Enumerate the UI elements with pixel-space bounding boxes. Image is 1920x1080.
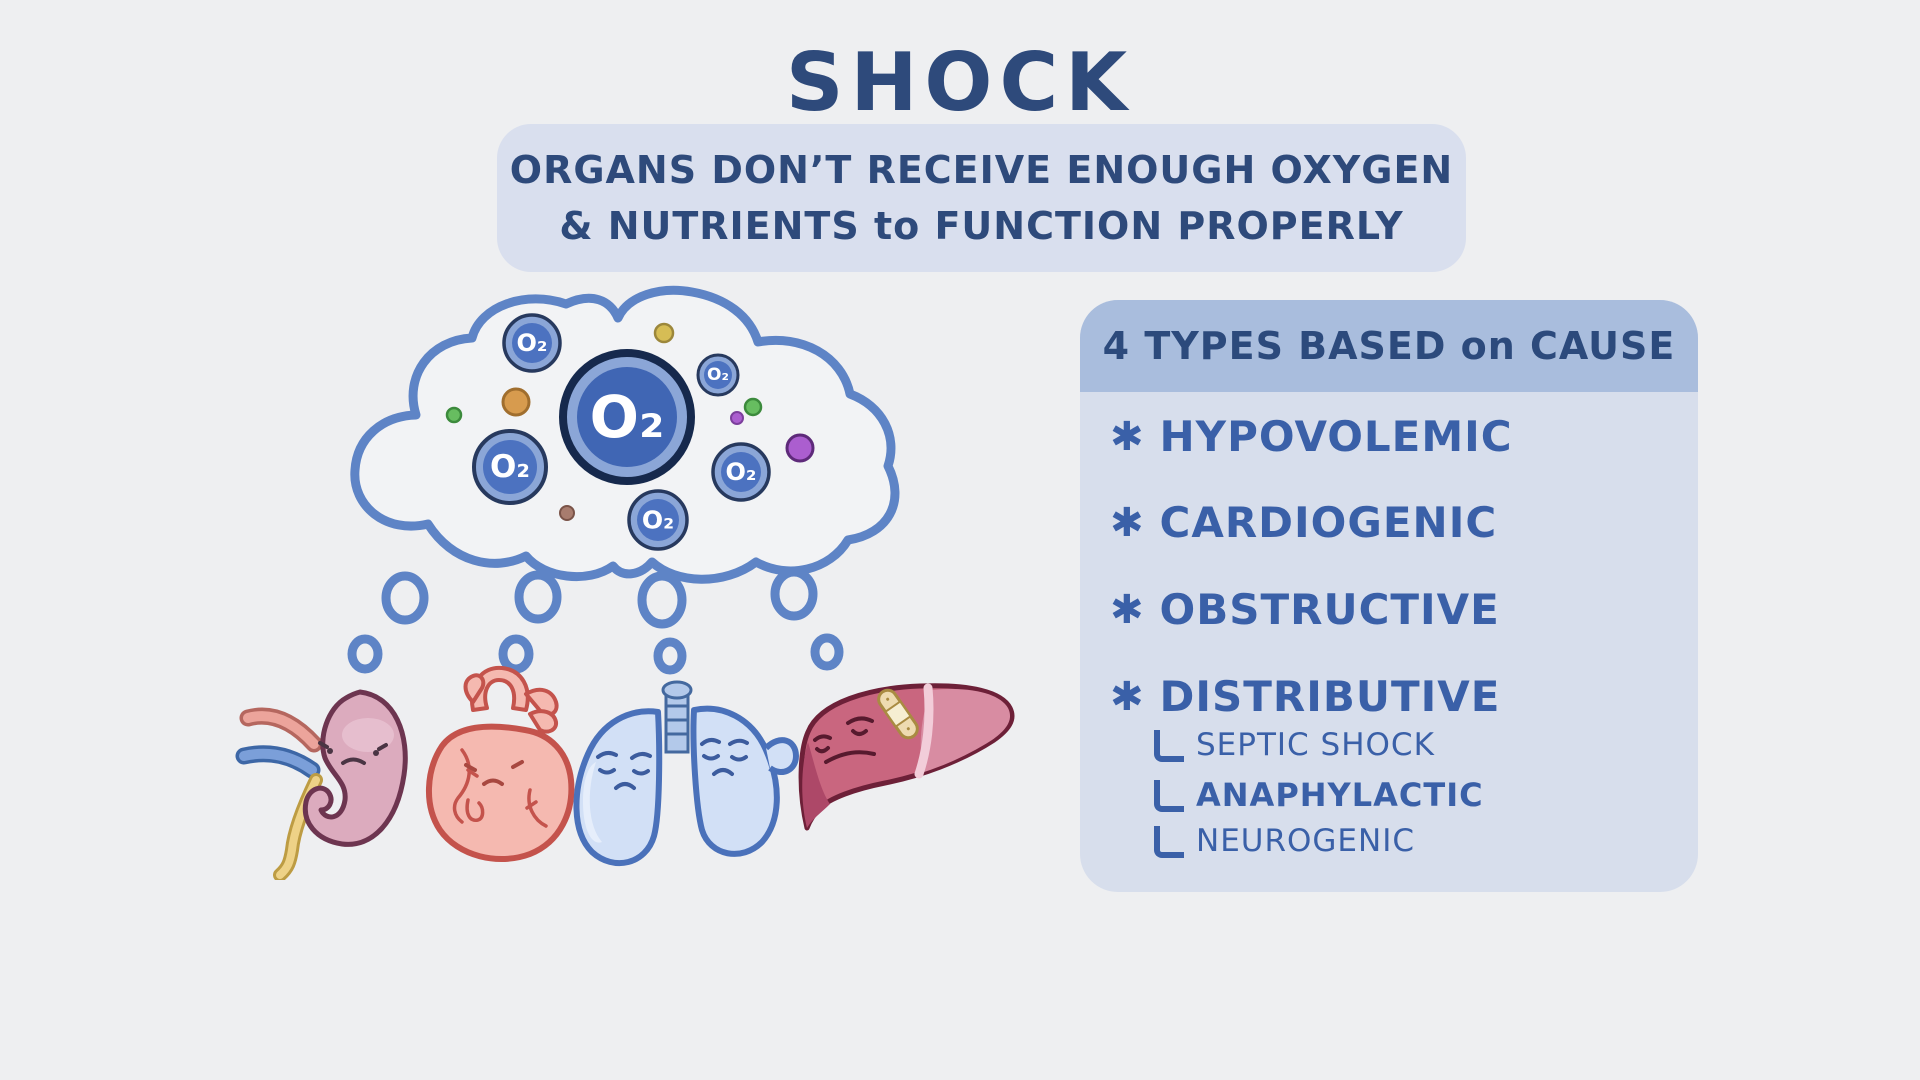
nutrient-dot-green <box>743 397 763 417</box>
heart-vessels <box>463 665 559 734</box>
o2-molecule: O₂ <box>472 429 548 505</box>
o2-label: O₂ <box>726 458 757 486</box>
type-item-distributive: ✱ DISTRIBUTIVE <box>1110 672 1500 722</box>
subtype-label: ANAPHYLACTIC <box>1196 776 1484 814</box>
lung-right <box>690 705 780 857</box>
type-item-cardiogenic: ✱ CARDIOGENIC <box>1110 498 1497 548</box>
bubble-trails <box>347 567 844 675</box>
subtype-item-neurogenic: NEUROGENIC <box>1154 820 1415 860</box>
types-panel-title: 4 TYPES BASED on CAUSE <box>1102 324 1676 368</box>
subtype-item-septic-shock: SEPTIC SHOCK <box>1154 724 1435 764</box>
type-item-hypovolemic: ✱ HYPOVOLEMIC <box>1110 412 1513 462</box>
definition-box: ORGANS DON’T RECEIVE ENOUGH OXYGEN & NUT… <box>497 124 1466 272</box>
o2-label: O₂ <box>707 365 729 385</box>
subtype-label: NEUROGENIC <box>1196 823 1415 859</box>
kidney-highlight <box>342 718 394 752</box>
liver-icon <box>798 683 1015 831</box>
nutrient-dot-green <box>445 406 463 424</box>
lung-right-sad-face <box>700 737 749 776</box>
nutrient-dot-purple <box>785 433 815 463</box>
page-title: SHOCK <box>785 36 1135 129</box>
liver-right-lobe <box>920 688 1011 772</box>
lungs-icon <box>573 680 799 867</box>
bubble-ring <box>637 571 687 629</box>
subtype-item-anaphylactic: ANAPHYLACTIC <box>1154 774 1484 814</box>
bandage-icon <box>877 688 919 740</box>
kidney-sad-face <box>318 741 388 765</box>
type-label: OBSTRUCTIVE <box>1159 585 1500 634</box>
oxygen-cloud-illustration: O₂ O₂ O₂ O₂ O₂ O₂ <box>347 285 900 675</box>
kidney-icon <box>235 689 408 880</box>
nutrient-dot-orange <box>501 387 531 417</box>
kidney-body <box>302 689 408 847</box>
o2-molecule: O₂ <box>627 489 689 551</box>
nutrient-dot-yellow <box>653 322 675 344</box>
bubble-ring <box>514 570 562 624</box>
asterisk-bullet-icon: ✱ <box>1110 587 1144 633</box>
type-item-obstructive: ✱ OBSTRUCTIVE <box>1110 585 1500 635</box>
bubble-ring <box>770 567 818 621</box>
o2-label: O₂ <box>517 329 548 357</box>
types-panel-header: 4 TYPES BASED on CAUSE <box>1080 300 1698 392</box>
branch-connector-icon <box>1154 730 1184 762</box>
definition-line-2: & NUTRIENTS to FUNCTION PROPERLY <box>559 204 1404 248</box>
nutrient-dot-purple <box>730 411 744 425</box>
branch-connector-icon <box>1154 780 1184 812</box>
o2-molecule-large: O₂ <box>559 349 695 485</box>
falciform-ligament <box>914 683 934 779</box>
types-panel: 4 TYPES BASED on CAUSE ✱ HYPOVOLEMIC ✱ C… <box>1080 300 1698 892</box>
o2-molecule: O₂ <box>502 313 562 373</box>
nutrient-dots <box>445 322 815 521</box>
subtype-label: SEPTIC SHOCK <box>1196 727 1435 763</box>
bubble-ring <box>498 634 534 674</box>
renal-artery-icon <box>239 707 323 753</box>
organs-illustration <box>235 665 1015 880</box>
liver-lower-shade <box>802 742 830 828</box>
o2-molecule: O₂ <box>696 353 740 397</box>
branch-connector-icon <box>1154 826 1184 858</box>
lung-left-highlight <box>583 762 602 843</box>
lung-right-flap <box>763 737 799 775</box>
liver-sad-face <box>813 716 876 764</box>
o2-label: O₂ <box>490 449 530 485</box>
bubble-ring <box>347 634 383 674</box>
asterisk-bullet-icon: ✱ <box>1110 414 1144 460</box>
bubble-ring <box>653 637 687 675</box>
heart-body <box>426 723 575 863</box>
o2-label: O₂ <box>642 506 674 535</box>
type-label: HYPOVOLEMIC <box>1159 412 1513 461</box>
definition-line-1: ORGANS DON’T RECEIVE ENOUGH OXYGEN <box>509 148 1454 192</box>
asterisk-bullet-icon: ✱ <box>1110 674 1144 720</box>
bubble-ring <box>381 571 429 625</box>
trachea-icon <box>661 680 693 754</box>
asterisk-bullet-icon: ✱ <box>1110 500 1144 546</box>
o2-molecule: O₂ <box>711 442 771 502</box>
nutrient-dot-brown <box>559 505 575 521</box>
type-label: DISTRIBUTIVE <box>1159 672 1501 721</box>
bubble-ring <box>810 633 844 671</box>
type-label: CARDIOGENIC <box>1159 498 1498 547</box>
heart-icon <box>426 665 575 863</box>
heart-sad-face <box>464 760 524 786</box>
renal-vein-icon <box>235 745 321 779</box>
lung-left-sad-face <box>596 750 652 790</box>
o2-label: O₂ <box>590 383 665 451</box>
